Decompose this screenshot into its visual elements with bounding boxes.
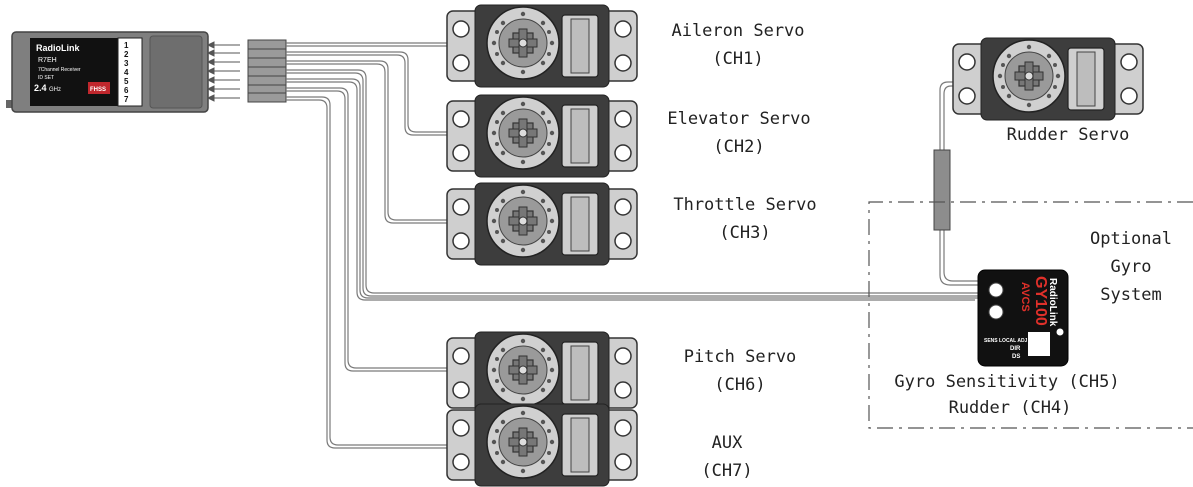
- servo-label-aileron: Aileron Servo: [671, 21, 804, 41]
- fhss-badge-label: FHSS: [90, 87, 106, 93]
- servo-aux: [446, 403, 638, 487]
- pin-number: 5: [124, 77, 129, 86]
- receiver-brand: RadioLink: [36, 43, 80, 53]
- servo-throttle: [446, 182, 638, 266]
- servo-aileron: [446, 4, 638, 88]
- servo-channel-aux: (CH7): [701, 461, 752, 481]
- receiver-band-unit: GHz: [49, 87, 61, 93]
- servo-rudder: [952, 37, 1144, 121]
- gyro-ds-label: DS: [1012, 354, 1020, 360]
- gyro-label-sensitivity: Gyro Sensitivity (CH5): [894, 372, 1119, 392]
- receiver-model: R7EH: [38, 57, 57, 64]
- gyro-unit: RadioLink GY100 AVCS SENS LOCAL ADJ DIR …: [977, 269, 1069, 367]
- receiver: 1 2 3 4 5 6 7 RadioLink R7EH 7Channel Re…: [6, 31, 209, 113]
- servo-channel-pitch: (CH6): [714, 375, 765, 395]
- servo-label-pitch: Pitch Servo: [684, 347, 797, 367]
- pin-number: 4: [124, 68, 129, 77]
- servo-label-throttle: Throttle Servo: [673, 195, 816, 215]
- gyro-system-title: Optional Gyro System: [1090, 229, 1172, 305]
- pin-number: 1: [124, 41, 129, 50]
- pin-number: 2: [124, 50, 129, 59]
- receiver-subtitle: 7Channel Receiver: [38, 67, 81, 73]
- gyro-system-title-line: Optional: [1090, 229, 1172, 249]
- extension-connector: [933, 149, 951, 231]
- servo-channel-aileron: (CH1): [712, 49, 763, 69]
- receiver-band: 2.4: [34, 83, 47, 93]
- servo-elevator: [446, 94, 638, 178]
- connector-block: [247, 39, 287, 103]
- fhss-badge: [88, 82, 110, 94]
- gyro-mode: AVCS: [1019, 282, 1031, 312]
- pin-number: 7: [124, 95, 129, 104]
- servo-channel-elevator: (CH2): [713, 137, 764, 157]
- pin-number: 6: [124, 86, 129, 95]
- gyro-dir-label: DIR: [1010, 346, 1021, 352]
- signal-arrows: [206, 41, 240, 102]
- receiver-pin-numbers: 1 2 3 4 5 6 7: [124, 41, 129, 104]
- gyro-brand: RadioLink: [1047, 278, 1058, 327]
- gyro-system-frame: [868, 201, 1193, 429]
- gyro-bottom-label: SENS LOCAL ADJ: [984, 338, 1028, 344]
- servo-label-rudder: Rudder Servo: [1007, 125, 1130, 145]
- servo-pitch: [446, 331, 638, 415]
- pin-number: 3: [124, 59, 129, 68]
- servo-label-aux: AUX: [712, 433, 743, 453]
- gyro-model: GY100: [1032, 276, 1049, 326]
- gyro-label-rudder: Rudder (CH4): [949, 398, 1072, 418]
- gyro-system-title-line: System: [1100, 285, 1161, 305]
- gyro-system-title-line: Gyro: [1111, 257, 1152, 277]
- receiver-set-label: ID SET: [38, 75, 54, 81]
- servo-channel-throttle: (CH3): [719, 223, 770, 243]
- servo-label-elevator: Elevator Servo: [667, 109, 810, 129]
